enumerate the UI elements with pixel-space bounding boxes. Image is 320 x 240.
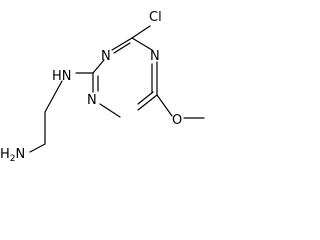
substituents bbox=[29, 25, 205, 153]
bond-nh-ch2 bbox=[44, 80, 63, 113]
molecule-canvas: Cl N N N HN H2N O bbox=[0, 10, 205, 164]
bond-ctop-cl bbox=[131, 25, 151, 39]
bond-nleft-cbottom bbox=[99, 103, 121, 118]
bond-cright-o bbox=[156, 94, 173, 117]
molecule-structure: Cl N N N HN H2N O bbox=[0, 10, 205, 164]
bond-cright-nbottom bbox=[137, 94, 158, 111]
bond-ctop-ntop-double bbox=[113, 42, 131, 54]
atom-label-ring-n-left: N bbox=[87, 93, 97, 108]
triazine-ring bbox=[92, 37, 158, 118]
bond-ctop-ntop bbox=[111, 37, 133, 51]
atom-label-ring-n-bottom: N bbox=[150, 49, 160, 64]
atom-label-chlorine: Cl bbox=[149, 10, 162, 25]
atom-labels: Cl N N N HN H2N O bbox=[0, 10, 182, 164]
bond-ch2-nh2 bbox=[29, 143, 46, 153]
atom-label-terminal-amine: H2N bbox=[0, 147, 25, 164]
atom-label-ether-o: O bbox=[172, 113, 182, 128]
atom-label-amine-nh: HN bbox=[52, 69, 72, 84]
bond-ntop-cleft bbox=[92, 59, 105, 74]
bond-cright-nbottom-double bbox=[137, 91, 154, 105]
atom-label-ring-n-top: N bbox=[101, 49, 111, 64]
bond-ctop-nright bbox=[131, 37, 153, 51]
